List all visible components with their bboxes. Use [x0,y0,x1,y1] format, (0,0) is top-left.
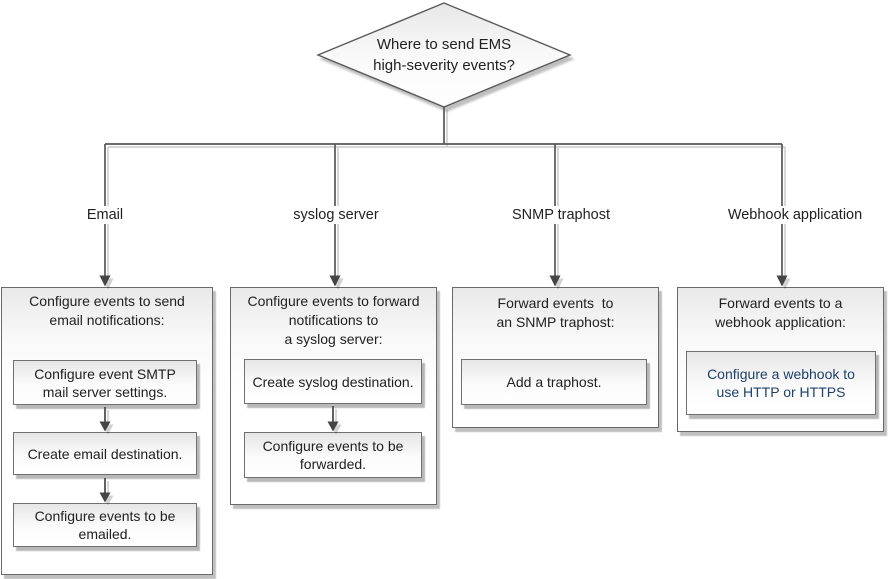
outer-box-email: Configure events to send email notificat… [1,287,213,575]
arrow-down-head [329,275,341,287]
branch-label-syslog: syslog server [289,206,383,224]
arrow-down-head [549,275,561,287]
arrow-down-head [776,275,788,287]
branch-label-email: Email [82,206,128,224]
outer-box-snmp: Forward events to an SNMP traphost: Add … [452,287,659,428]
step-create-syslog-destination: Create syslog destination. [244,359,422,404]
outer-box-syslog: Configure events to forward notification… [230,287,437,505]
branch-label-webhook: Webhook application [723,206,867,224]
step-create-email-destination: Create email destination. [13,432,197,475]
step-configure-smtp: Configure event SMTP mail server setting… [13,360,197,405]
step-add-traphost: Add a traphost. [461,359,647,405]
decision-label: Where to send EMS high-severity events? [373,36,515,74]
step-configure-events-emailed: Configure events to be emailed. [13,503,197,547]
arrow-down-head [99,275,111,287]
box-title-email: Configure events to send email notificat… [29,293,185,328]
box-title-snmp: Forward events to an SNMP traphost: [496,295,615,330]
outer-box-webhook: Forward events to a webhook application:… [677,287,884,432]
box-title-webhook: Forward events to a webhook application: [715,295,846,330]
box-title-syslog: Configure events to forward notification… [247,293,420,347]
tree-arrowheads [99,275,788,287]
step-configure-webhook: Configure a webhook to use HTTP or HTTPS [686,351,876,415]
connector-tree [104,107,783,276]
branch-label-snmp: SNMP traphost [507,206,615,224]
step-configure-events-forwarded: Configure events to be forwarded. [244,432,422,478]
